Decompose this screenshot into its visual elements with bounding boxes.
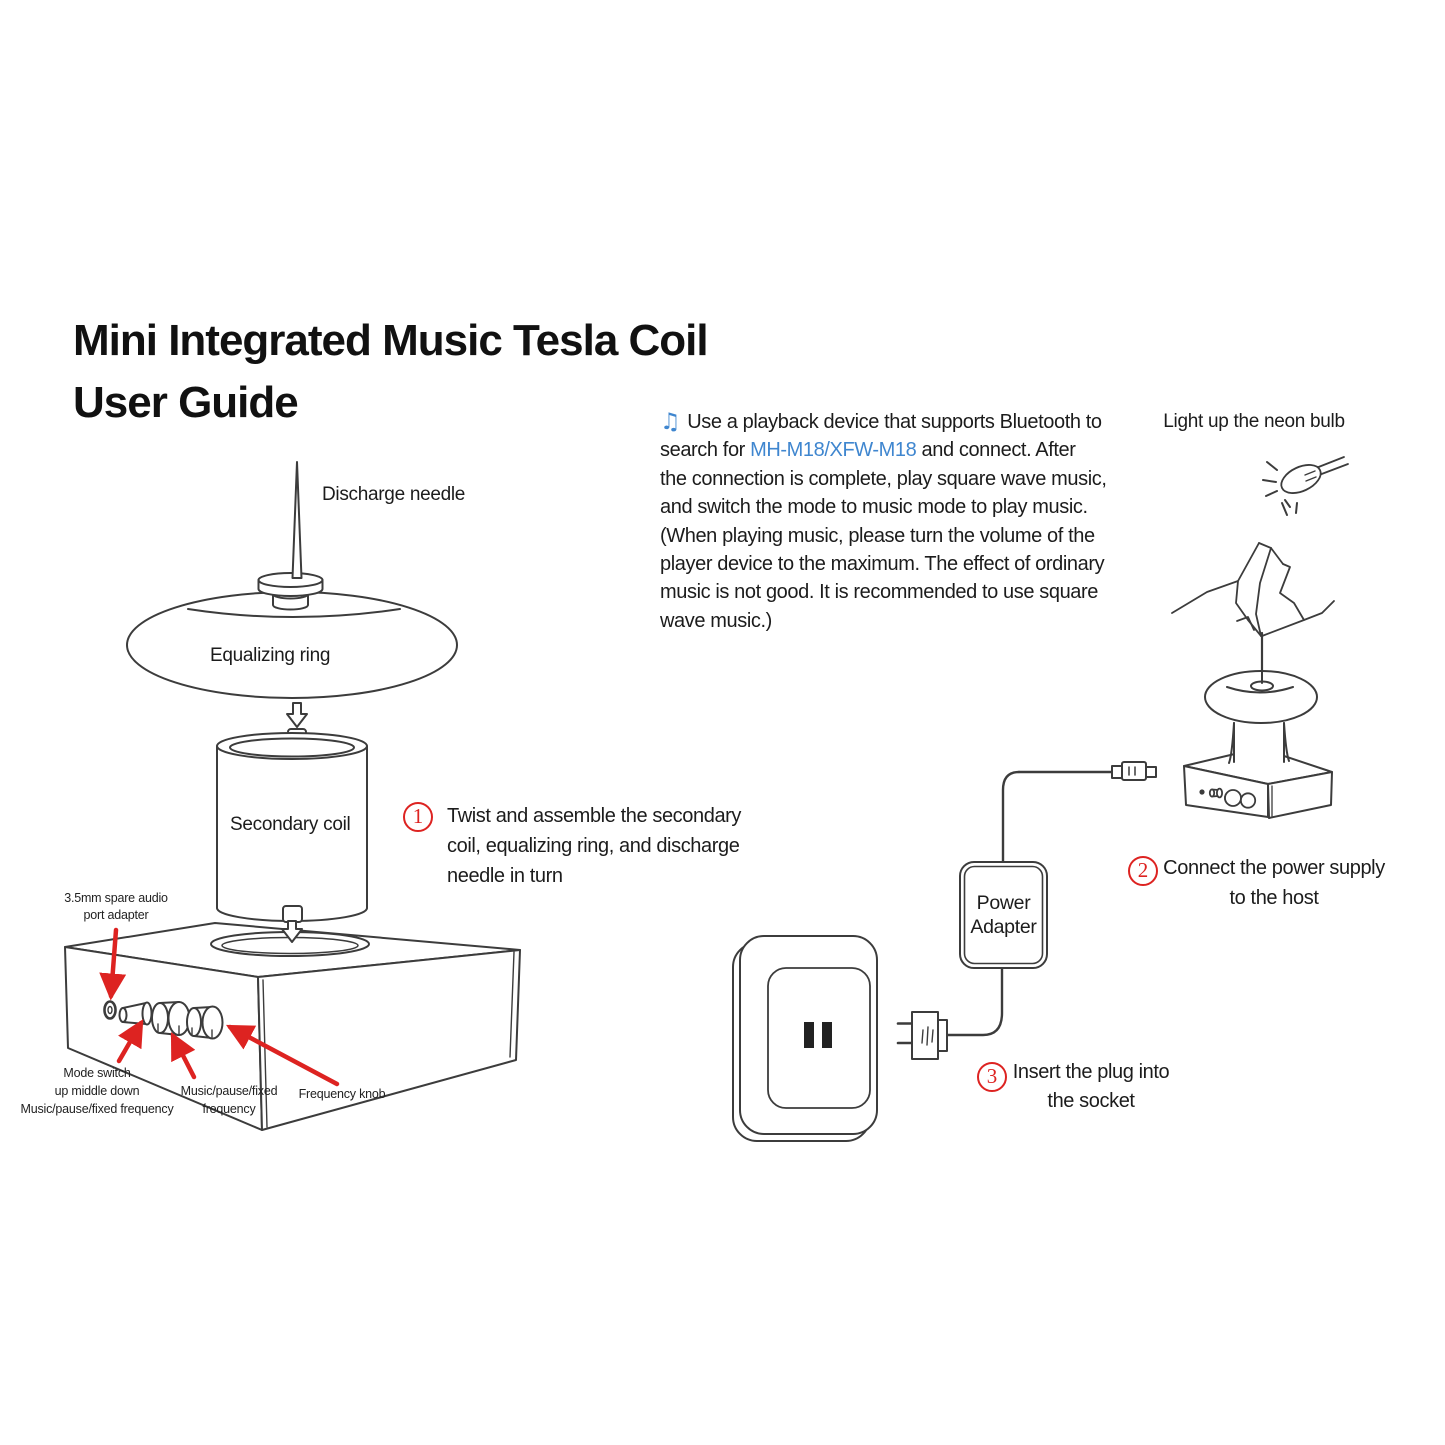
bluetooth-instructions: ♫Use a playback device that supports Blu…: [660, 407, 1107, 635]
step-3-text: Insert the plug into the socket: [1012, 1061, 1170, 1112]
assembled-coil-drawing: [1183, 631, 1333, 819]
callout-arrows: [99, 927, 340, 1087]
power-adapter-drawing: [959, 861, 1048, 969]
music-pause-knob-drawing: [151, 1001, 191, 1036]
bluetooth-line: ♫Use a playback device that supports Blu…: [660, 409, 1102, 435]
step-2-number: 2: [1128, 856, 1158, 886]
ac-plug-drawing: [896, 1011, 948, 1060]
audio-jack-drawing: [103, 1000, 117, 1020]
bluetooth-line: and switch the mode to music mode to pla…: [660, 496, 1088, 519]
socket-slot-left: [804, 1022, 814, 1048]
power-adapter-label: Power Adapter: [970, 892, 1037, 938]
neon-bulb-caption: Light up the neon bulb: [1163, 411, 1345, 432]
music-note-icon: ♫: [660, 409, 681, 435]
equalizing-ring-label: Equalizing ring: [210, 645, 331, 666]
assembly-arrow-into-base-icon: [281, 920, 303, 943]
neon-bulb-drawing: [1262, 456, 1349, 516]
discharge-needle-drawing: [257, 461, 324, 611]
secondary-coil-label: Secondary coil: [230, 814, 351, 835]
electric-arcs-drawing: [1171, 542, 1335, 637]
wall-socket-drawing: [732, 935, 878, 1142]
dc-plug-drawing: [1017, 761, 1157, 781]
mode-switch-drawing: [118, 1001, 153, 1026]
frequency-knob-drawing: [186, 1005, 224, 1040]
mode-switch-label: Mode switch up middle down Music/pause/f…: [20, 1066, 174, 1116]
bluetooth-line: wave music.): [660, 609, 772, 632]
bluetooth-line: music is not good. It is recommended to …: [660, 581, 1099, 604]
music-pause-knob-label: Music/pause/fixed frequency: [180, 1084, 278, 1116]
step-1-number: 1: [403, 802, 433, 832]
assembly-arrow-coil-to-base-icon: [282, 905, 303, 923]
bluetooth-line: the connection is complete, play square …: [660, 467, 1107, 490]
step-3-number: 3: [977, 1062, 1007, 1092]
light-rays-icon: [1262, 461, 1298, 516]
page-title-line1: Mini Integrated Music Tesla Coil: [73, 316, 709, 365]
discharge-needle-label: Discharge needle: [322, 484, 466, 505]
audio-port-label: 3.5mm spare audio port adapter: [64, 891, 168, 922]
bluetooth-line: search for MH-M18/XFW-M18 and connect. A…: [660, 439, 1076, 462]
bluetooth-line: (When playing music, please turn the vol…: [660, 524, 1095, 547]
step-1-text: Twist and assemble the secondary coil, e…: [447, 805, 742, 887]
power-adapter-wires: [945, 770, 1021, 1037]
socket-slot-right: [822, 1022, 832, 1048]
step-2-text: Connect the power supply to the host: [1163, 857, 1385, 909]
bluetooth-line: player device to the maximum. The effect…: [660, 553, 1105, 576]
bluetooth-device-name: MH-M18/XFW-M18: [750, 439, 917, 462]
frequency-knob-label: Frequency knob: [298, 1087, 386, 1101]
page-title-line2: User Guide: [73, 378, 299, 427]
